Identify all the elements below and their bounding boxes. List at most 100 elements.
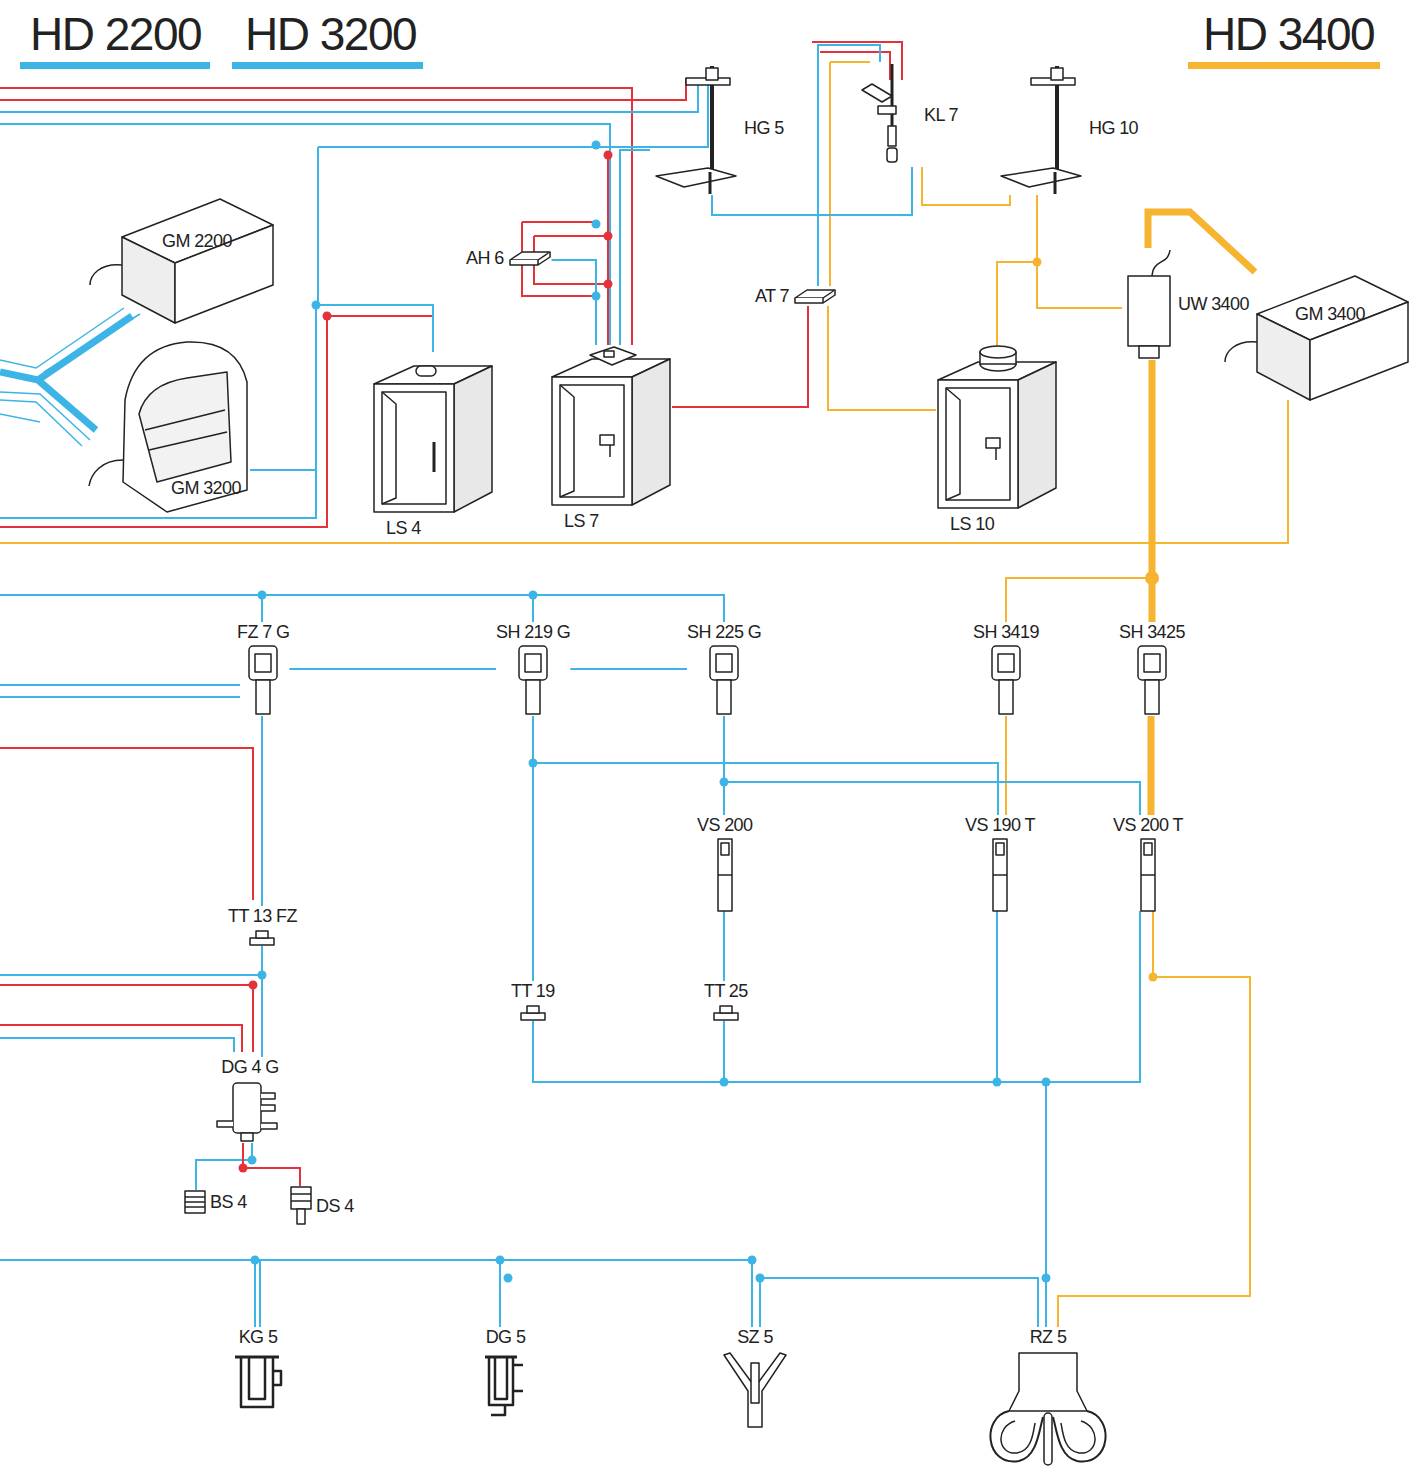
pipe-connector (1037, 195, 1122, 308)
component: SH 3425 (1119, 622, 1185, 716)
component-icon (860, 62, 920, 167)
pipe-connector (760, 1278, 1038, 1327)
component-icon (1135, 646, 1169, 716)
part-label: BS 4 (210, 1192, 247, 1212)
component-icon (989, 646, 1023, 716)
component-icon (519, 1005, 547, 1021)
part-label: AH 6 (466, 248, 504, 268)
pipe-connector (712, 167, 912, 215)
component: HG 5 (650, 60, 784, 195)
component-icon (1255, 272, 1410, 402)
part-label: VS 200 T (1113, 815, 1183, 835)
component: SH 219 G (496, 622, 570, 716)
component: GM 3200 (105, 340, 250, 512)
component-icon (1140, 839, 1156, 911)
component: VS 200 (697, 815, 752, 911)
component: GM 2200 (120, 195, 275, 325)
component-icon (717, 839, 733, 911)
part-label: SH 3425 (1119, 622, 1185, 642)
component-icon (120, 195, 275, 325)
pipe-connector (724, 1021, 1046, 1327)
component-icon (936, 348, 1058, 510)
component: VS 190 T (965, 815, 1035, 911)
component: KG 5 (233, 1327, 283, 1411)
component: LS 7 (550, 345, 672, 531)
component-icon (995, 60, 1085, 195)
part-label: VS 190 T (965, 815, 1035, 835)
component-icon (1122, 248, 1174, 360)
pipe-connector (997, 911, 1140, 1082)
pipe-connector (1006, 578, 1152, 622)
part-label: UW 3400 (1178, 294, 1249, 314)
component: AT 7 (755, 286, 837, 306)
component-icon (290, 1186, 312, 1226)
part-label: DG 4 G (221, 1057, 278, 1077)
pipe-connector (672, 306, 808, 407)
part-label: LS 7 (550, 511, 599, 531)
pipe-connector (261, 946, 263, 1057)
pipe-connector (552, 260, 596, 345)
pipe-connector (922, 167, 1010, 205)
pipe-connector (533, 1021, 724, 1082)
component: LS 4 (372, 352, 494, 538)
component: RZ 5 (989, 1327, 1107, 1467)
component-icon (372, 352, 494, 514)
component: GM 3400 (1255, 272, 1410, 402)
component: AH 6 (466, 248, 552, 268)
component: DS 4 (290, 1186, 354, 1226)
component-icon (712, 1005, 740, 1021)
component: LS 10 (936, 348, 1058, 534)
component-icon (720, 1351, 790, 1429)
part-label: LS 4 (372, 518, 421, 538)
part-label: GM 3200 (171, 478, 241, 498)
component-icon (233, 1351, 283, 1411)
component-icon (508, 248, 552, 268)
component: TT 13 FZ (228, 906, 297, 946)
pipe-connector (828, 306, 936, 410)
part-label: LS 10 (936, 514, 994, 534)
pipe-connector (570, 668, 687, 670)
component-icon (650, 60, 740, 195)
component: KL 7 (860, 62, 958, 167)
pipe-connector (724, 911, 997, 1082)
pipe-connector (724, 716, 1140, 815)
part-label: TT 13 FZ (228, 906, 297, 926)
pipe-connector (1058, 911, 1250, 1327)
pipe-connector (261, 716, 263, 906)
pipe-connector (1148, 212, 1255, 272)
component: TT 25 (704, 981, 748, 1021)
component: HG 10 (995, 60, 1138, 195)
component: SZ 5 (720, 1327, 790, 1429)
component: SH 3419 (973, 622, 1039, 716)
pipe-connector (1148, 716, 1155, 815)
pipe-connector (533, 716, 998, 815)
part-label: RZ 5 (1030, 1327, 1067, 1347)
part-label: DS 4 (316, 1196, 354, 1216)
component-icon (246, 646, 280, 716)
pipe-connector (289, 668, 496, 670)
pipe-connector (818, 45, 880, 286)
component-icon (248, 930, 276, 946)
pipe-connector (997, 195, 1037, 348)
system-heading: HD 3200 (245, 8, 416, 60)
part-label: KL 7 (924, 105, 958, 125)
component: DG 4 G (215, 1057, 285, 1143)
component: SH 225 G (687, 622, 761, 716)
part-label: SH 219 G (496, 622, 570, 642)
part-label: SH 3419 (973, 622, 1039, 642)
component: BS 4 (184, 1190, 247, 1214)
component: TT 19 (511, 981, 555, 1021)
component: FZ 7 G (237, 622, 289, 716)
pipe-connector (620, 150, 650, 345)
component-icon (793, 286, 837, 306)
part-label: SH 225 G (687, 622, 761, 642)
part-label: FZ 7 G (237, 622, 289, 642)
part-label: GM 2200 (162, 231, 232, 251)
pipe-connector (1005, 716, 1007, 815)
component-icon (550, 345, 672, 507)
pipe-connector (500, 1260, 752, 1327)
component-icon (989, 1351, 1107, 1467)
system-heading: HD 3400 (1203, 8, 1374, 60)
component-icon (184, 1190, 206, 1214)
